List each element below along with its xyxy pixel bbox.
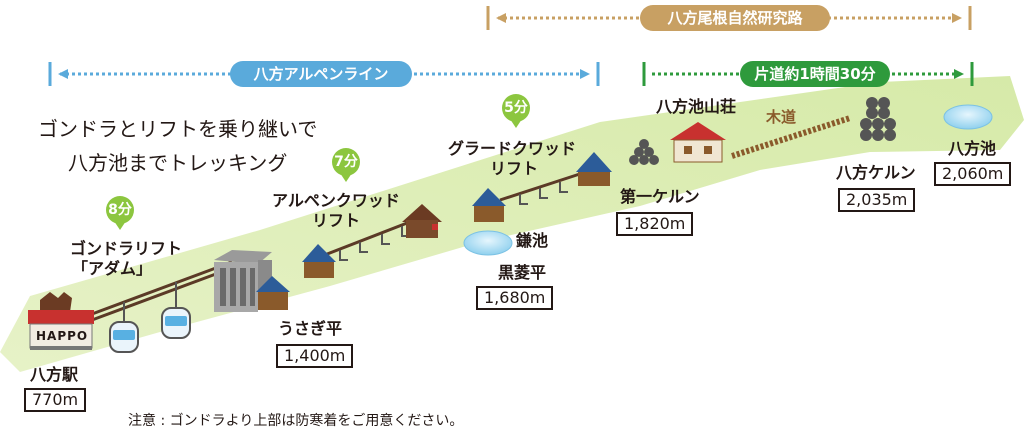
usagidaira-name: うさぎ平 <box>278 319 343 338</box>
first-cairn <box>629 139 659 165</box>
kurobishi-lodge <box>402 204 442 238</box>
gondola-cabin-1 <box>109 302 139 353</box>
cold-weather-note: 注意 : ゴンドラより上部は防寒着をご用意ください。 <box>128 413 464 429</box>
gondola-name: ゴンドラリフト <box>70 239 183 258</box>
intro-line-1: ゴンドラとリフトを乗り継いで <box>38 117 318 141</box>
usagidaira-station-building <box>214 250 272 312</box>
happo-station-sign: HAPPO <box>36 329 89 343</box>
happo-pond-water <box>943 104 993 130</box>
kamaike-pond <box>463 230 513 256</box>
ridge-trail-label: 八方尾根自然研究路 <box>640 5 830 31</box>
grad-quad-cable <box>499 168 593 202</box>
first-cairn-elevation: 1,820m <box>616 212 694 236</box>
alpen-line-label: 八方アルペンライン <box>230 61 412 87</box>
grad-quad-base-hut <box>472 188 506 222</box>
kurobishi-name: 黒菱平 <box>498 263 547 282</box>
kurobishi-elevation: 1,680m <box>476 286 554 310</box>
happo-ike-sanso <box>670 122 726 163</box>
happo-station-name: 八方駅 <box>30 365 79 384</box>
usagidaira-elevation: 1,400m <box>276 344 354 368</box>
grad-quad-name: グラードクワッド <box>448 139 577 158</box>
gondola-subname: 「アダム」 <box>72 259 153 278</box>
chair-lift-seats-2 <box>519 182 568 205</box>
kamaike-name: 鎌池 <box>516 231 549 250</box>
alpen-quad-cable <box>321 216 421 258</box>
happo-pond-elevation: 2,060m <box>934 162 1012 186</box>
happo-cairn-name: 八方ケルン <box>836 163 916 182</box>
alpen-quad-subname: リフト <box>312 211 361 230</box>
grad-quad-subname: リフト <box>490 159 539 178</box>
sanso-name: 八方池山荘 <box>656 97 737 116</box>
gondola-cabin-2 <box>161 282 191 339</box>
happo-pond-name: 八方池 <box>948 139 997 158</box>
grad-quad-top-hut <box>576 152 612 186</box>
alpen-quad-base-hut <box>302 244 336 278</box>
one-way-time-label: 片道約1時間30分 <box>740 61 890 87</box>
first-cairn-name: 第一ケルン <box>620 187 700 206</box>
happo-cairn-elevation: 2,035m <box>838 188 916 212</box>
intro-line-2: 八方池までトレッキング <box>68 151 288 175</box>
alpen-quad-name: アルペンクワッド <box>272 191 400 210</box>
grad-quad-time-pin: 5分 <box>502 94 530 128</box>
happo-station-elevation: 770m <box>24 388 87 412</box>
one-way-arrow <box>642 62 974 86</box>
boardwalk <box>731 115 851 159</box>
happo-station-building <box>28 292 94 350</box>
gondola-cable <box>91 260 233 322</box>
usagidaira-hut <box>256 276 290 310</box>
boardwalk-label: 木道 <box>766 108 797 126</box>
happo-cairn <box>860 97 896 141</box>
gondola-time-pin: 8分 <box>106 196 134 230</box>
alpen-quad-time-pin: 7分 <box>332 148 360 182</box>
